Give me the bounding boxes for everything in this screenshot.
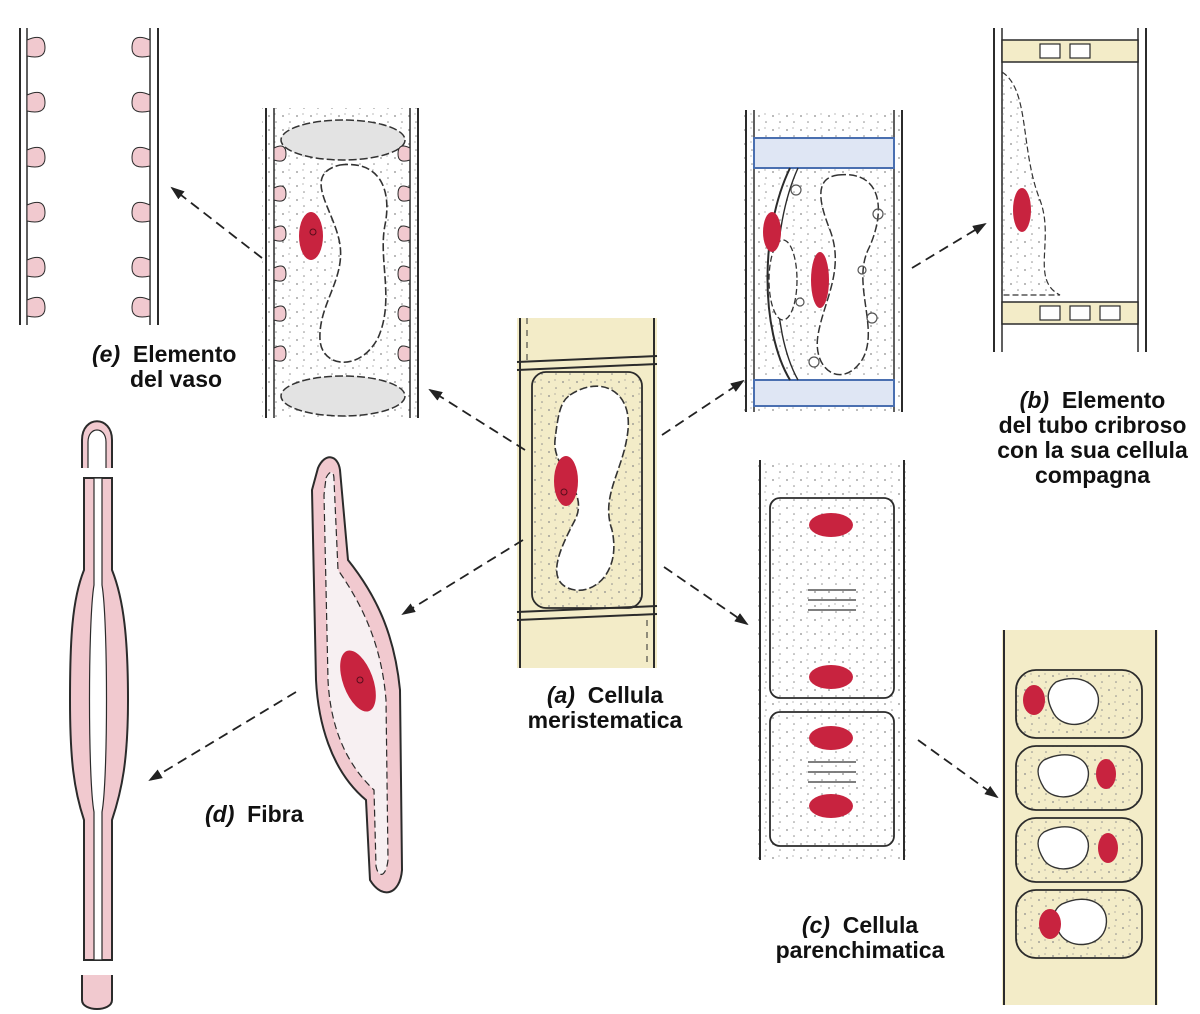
label-c-tag: (c): [802, 912, 830, 938]
nucleus: [1023, 685, 1045, 715]
label-b: (b) Elemento del tubo cribroso con la su…: [985, 388, 1200, 488]
label-d: (d) Fibra: [205, 802, 303, 827]
sieve-tube-young: [744, 110, 904, 412]
meristematic-cell: [517, 318, 657, 668]
arrow-to-vessel-mature: [172, 188, 262, 258]
nucleus: [1098, 833, 1118, 863]
arrow-to-sieve-tube-mature: [912, 224, 985, 268]
nucleus: [299, 212, 323, 260]
label-a-line2: meristematica: [528, 707, 683, 733]
parenchyma-cell-mature: [1002, 630, 1158, 1005]
nucleus: [809, 794, 853, 818]
nucleus: [809, 726, 853, 750]
nucleus: [1013, 188, 1031, 232]
arrow-to-fibre: [403, 540, 523, 614]
label-e-line1: Elemento: [133, 341, 237, 367]
nucleus: [811, 252, 829, 308]
nucleus: [1039, 909, 1061, 939]
label-c: (c) Cellula parenchimatica: [760, 913, 960, 963]
label-e: (e) Elemento del vaso: [92, 342, 236, 392]
label-a-line1: Cellula: [588, 682, 663, 708]
label-c-line1: Cellula: [843, 912, 918, 938]
arrow-to-sieve-tube: [662, 381, 743, 435]
label-b-line1: Elemento: [1062, 387, 1166, 413]
nucleus: [809, 513, 853, 537]
label-c-line2: parenchimatica: [776, 937, 945, 963]
label-e-line2: del vaso: [92, 366, 222, 392]
label-a: (a) Cellula meristematica: [495, 683, 715, 733]
label-d-line1: Fibra: [247, 801, 303, 827]
nucleus: [1096, 759, 1116, 789]
arrow-to-parenchyma-mature: [918, 740, 997, 797]
arrow-to-vessel: [430, 390, 525, 450]
nucleus: [763, 212, 781, 252]
label-b-line4: compagna: [1035, 462, 1150, 488]
vessel-element-young: [262, 108, 422, 418]
label-a-tag: (a): [547, 682, 575, 708]
parenchyma-cell-young: [758, 460, 906, 860]
nucleus: [554, 456, 578, 506]
sieve-tube-mature: [994, 28, 1146, 352]
label-b-line3: con la sua cellula: [997, 437, 1187, 463]
fibre-mature: [70, 421, 128, 1009]
fibre-young: [312, 457, 402, 892]
label-b-line2: del tubo cribroso: [999, 412, 1187, 438]
label-e-tag: (e): [92, 341, 120, 367]
vessel-element-mature: [20, 28, 158, 325]
arrow-to-parenchyma: [664, 567, 747, 624]
nucleus: [809, 665, 853, 689]
label-b-tag: (b): [1020, 387, 1049, 413]
arrow-to-fibre-mature: [150, 692, 296, 780]
label-d-tag: (d): [205, 801, 234, 827]
